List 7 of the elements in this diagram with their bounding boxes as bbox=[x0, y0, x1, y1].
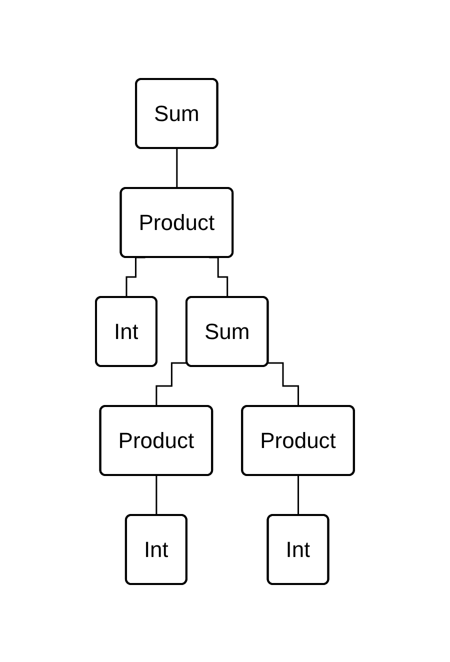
connector bbox=[176, 147, 178, 189]
connector bbox=[268, 362, 300, 407]
connector bbox=[126, 256, 146, 298]
connector bbox=[156, 474, 158, 516]
connector bbox=[298, 474, 300, 516]
connector bbox=[156, 362, 188, 407]
connector bbox=[209, 256, 228, 298]
